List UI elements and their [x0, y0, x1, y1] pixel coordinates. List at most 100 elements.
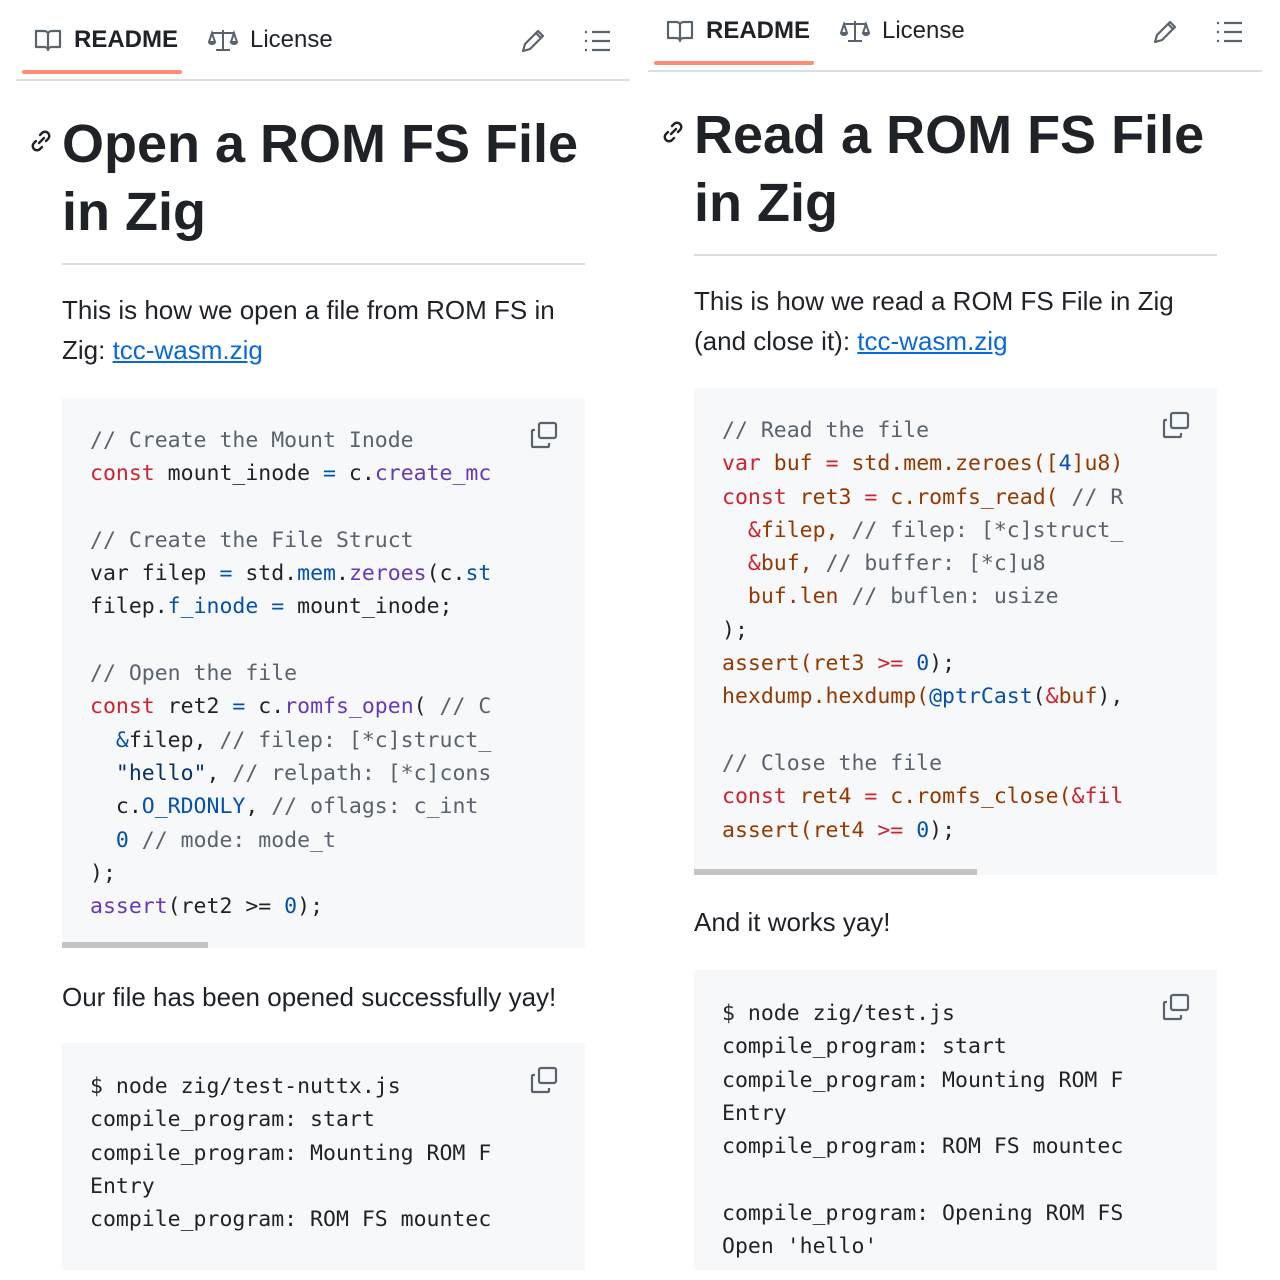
- code-line: 0 // mode: mode_t: [90, 824, 512, 857]
- code-token: f_inode: [167, 594, 259, 620]
- active-tab-indicator: [654, 61, 814, 65]
- code-token: // oflags: c_int: [271, 794, 479, 820]
- code-line: [90, 491, 512, 524]
- code-token: romfs_open: [284, 694, 414, 720]
- code-token: const: [722, 484, 787, 510]
- code-line: );: [722, 614, 1144, 647]
- horizontal-scrollbar[interactable]: [62, 942, 208, 948]
- intro-paragraph: This is how we read a ROM FS File in Zig…: [694, 281, 1224, 361]
- code-token: var: [722, 451, 761, 477]
- book-icon: [666, 20, 694, 43]
- code-token: c.: [335, 461, 375, 487]
- anchor-link-icon[interactable]: [660, 119, 686, 145]
- code-token: ret3: [786, 484, 865, 510]
- code-token: // Open the file: [90, 661, 298, 687]
- anchor-link-icon[interactable]: [28, 128, 54, 154]
- tab-bar: README License: [16, 0, 630, 81]
- code-token: [903, 651, 916, 676]
- code-token: =: [271, 594, 285, 620]
- edit-pencil-icon[interactable]: [518, 26, 548, 56]
- code-token: buf.len: [722, 584, 852, 610]
- copy-icon[interactable]: [1161, 410, 1191, 440]
- code-token: Open 'hello': [722, 1234, 878, 1260]
- tab-license[interactable]: License: [840, 17, 965, 45]
- code-token: // mode: mode_t: [141, 827, 336, 853]
- code-token: compile_program: Opening ROM FS: [722, 1200, 1124, 1226]
- code-token: hexdump.hexdump(: [722, 684, 930, 710]
- code-token: );: [929, 651, 956, 677]
- tab-license[interactable]: License: [208, 26, 333, 54]
- code-token: =: [864, 484, 878, 510]
- copy-icon[interactable]: [1161, 992, 1191, 1022]
- outline-list-icon[interactable]: [1214, 17, 1244, 47]
- code-token: (: [413, 694, 440, 720]
- code-token: create_mc: [374, 461, 492, 487]
- code-line: // Read the file: [722, 414, 1144, 447]
- code-token: // filep: [*c]struct_: [851, 517, 1124, 543]
- tab-readme[interactable]: README: [654, 17, 814, 65]
- outline-list-icon[interactable]: [582, 26, 612, 56]
- tab-readme-label: README: [74, 26, 179, 53]
- code-token: );: [722, 617, 748, 643]
- copy-icon[interactable]: [529, 1065, 559, 1095]
- code-token: var filep: [90, 561, 220, 587]
- code-token: compile_program: start: [722, 1034, 1007, 1060]
- code-token: std.: [232, 561, 298, 587]
- active-tab-indicator: [22, 70, 182, 74]
- copy-icon[interactable]: [529, 420, 559, 450]
- edit-pencil-icon[interactable]: [1150, 17, 1180, 47]
- tab-license-label: License: [882, 17, 965, 44]
- code-line: const ret4 = c.romfs_close(&fil: [722, 780, 1144, 813]
- code-token: const: [722, 784, 787, 810]
- code-token: .: [335, 561, 349, 587]
- code-line: compile_program: Mounting ROM F: [90, 1137, 512, 1170]
- tab-license-label: License: [250, 26, 333, 53]
- code-token: >=: [877, 817, 904, 843]
- code-token: buf,: [760, 551, 826, 577]
- code-content: // Read the file var buf = std.mem.zeroes…: [722, 414, 1144, 847]
- code-line: // Create the File Struct: [90, 524, 512, 557]
- code-line: // Create the Mount Inode: [90, 424, 512, 457]
- result-paragraph: Our file has been opened successfully ya…: [62, 982, 557, 1012]
- code-token: ret2: [154, 694, 233, 720]
- code-token: buf: [1058, 684, 1098, 710]
- code-token: // Close the file: [722, 750, 943, 776]
- code-token: 0: [916, 651, 930, 677]
- code-token: assert(ret3: [722, 651, 878, 677]
- code-token: // buflen: usize: [851, 584, 1059, 610]
- source-link[interactable]: tcc-wasm.zig: [857, 326, 1008, 356]
- code-token: mem: [297, 561, 336, 587]
- code-token: ]u8): [1071, 451, 1124, 477]
- tab-readme[interactable]: README: [22, 26, 182, 74]
- code-line: c.O_RDONLY, // oflags: c_int: [90, 790, 512, 823]
- code-token: =: [825, 451, 839, 477]
- code-line: assert(ret2 >= 0);: [90, 890, 512, 923]
- title-divider: [62, 263, 585, 265]
- code-token: compile_program: Mounting ROM F: [722, 1067, 1124, 1093]
- code-token: &: [747, 517, 761, 543]
- code-line: &buf, // buffer: [*c]u8: [722, 547, 1144, 580]
- code-token: &: [1045, 684, 1059, 710]
- horizontal-scrollbar[interactable]: [694, 869, 977, 875]
- code-line: // Open the file: [90, 657, 512, 690]
- code-token: const: [90, 694, 155, 720]
- code-line: hexdump.hexdump(@ptrCast(&buf),: [722, 680, 1144, 713]
- code-line: );: [90, 857, 512, 890]
- code-token: >=: [877, 651, 904, 677]
- code-token: c.: [90, 794, 142, 820]
- code-token: compile_program: ROM FS mountec: [90, 1207, 492, 1233]
- intro-paragraph: This is how we open a file from ROM FS i…: [62, 290, 592, 370]
- code-token: &fil: [1071, 784, 1124, 810]
- code-token: std.mem.zeroes([: [838, 451, 1059, 477]
- code-token: c.romfs_close(: [877, 784, 1072, 810]
- code-token: // relpath: [*c]cons: [232, 760, 492, 786]
- code-token: (c.: [426, 561, 466, 587]
- intro-text: This is how we read a ROM FS File in Zig…: [694, 286, 1174, 356]
- code-block: // Read the file var buf = std.mem.zeroes…: [694, 388, 1217, 875]
- code-token: =: [864, 784, 878, 810]
- source-link[interactable]: tcc-wasm.zig: [112, 335, 263, 365]
- code-token: [90, 828, 116, 853]
- code-token: zeroes: [348, 561, 427, 587]
